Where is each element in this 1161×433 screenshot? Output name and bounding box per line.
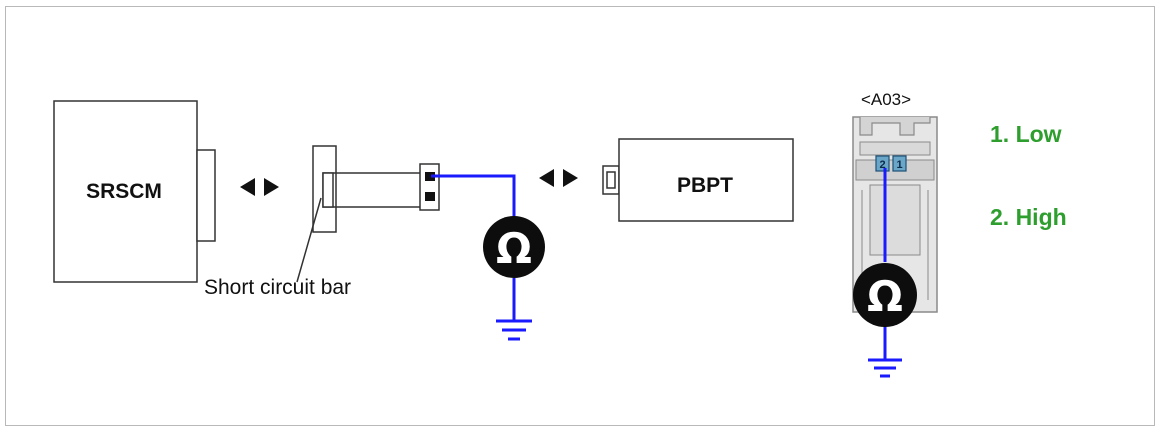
ground-icon <box>496 319 532 341</box>
pin-low-label: 1. Low <box>990 121 1062 147</box>
ground-icon <box>868 358 902 378</box>
pin-2-number: 2 <box>879 159 885 171</box>
ohmmeter-icon: Ω <box>853 263 917 327</box>
pbpt-module: PBPT <box>602 138 794 222</box>
pin-1-number: 1 <box>896 159 902 171</box>
pin-high-label: 2. High <box>990 204 1067 230</box>
double-arrow-icon <box>539 169 578 187</box>
ohm-symbol: Ω <box>496 224 532 273</box>
pbpt-label: PBPT <box>677 174 733 197</box>
harness-connector <box>419 163 440 211</box>
diagram-frame <box>5 6 1155 426</box>
ohmmeter-icon: Ω <box>483 216 545 278</box>
srscm-label: SRSCM <box>86 180 162 203</box>
connector-id: <A03> <box>861 90 911 109</box>
double-arrow-icon <box>240 178 279 196</box>
srscm-module: SRSCM <box>53 100 216 283</box>
ohm-symbol-2: Ω <box>867 272 903 321</box>
short-circuit-bar-label: Short circuit bar <box>204 276 351 299</box>
short-circuit-bar <box>296 145 422 283</box>
